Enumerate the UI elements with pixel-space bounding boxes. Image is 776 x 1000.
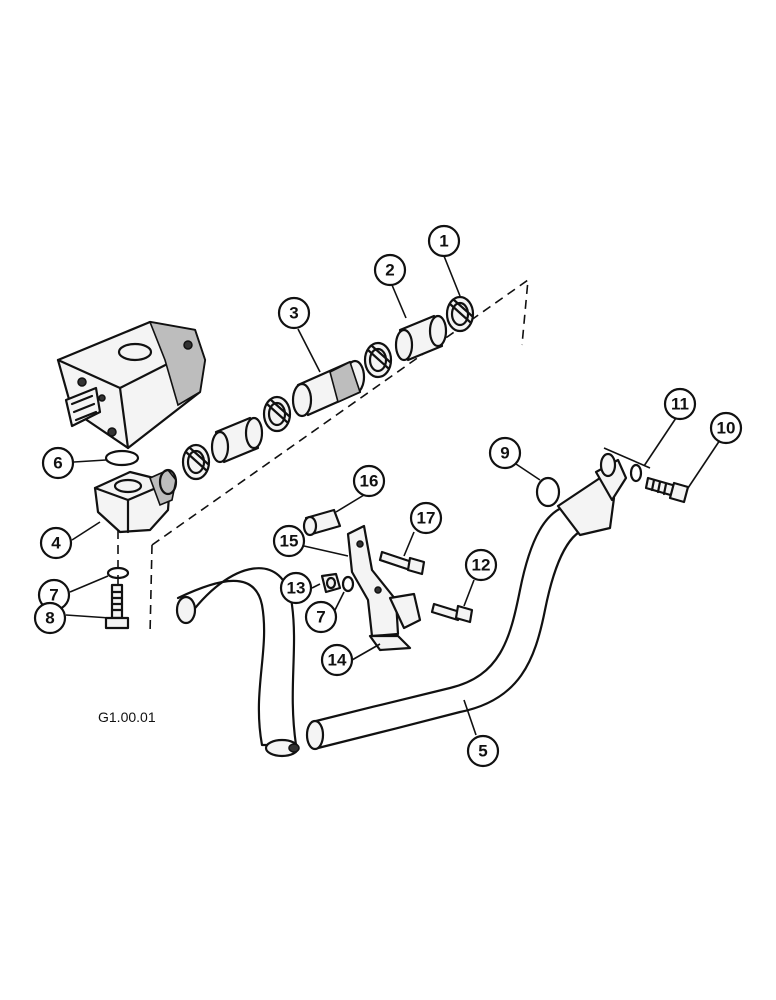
callout: 3 [277,296,311,330]
hose-clamp [445,295,475,333]
callout: 1 [427,224,461,258]
callout-label: 7 [316,608,325,627]
callout-label: 13 [287,579,306,598]
callout: 15 [272,524,306,558]
lock-washer [341,575,355,593]
pressure-hose [305,452,628,751]
callout: 12 [464,548,498,582]
callout: 17 [409,501,443,535]
bolt [104,583,130,630]
figure-reference: G1.00.01 [98,709,156,725]
callout-label: 4 [51,534,61,553]
hose-sleeve [394,314,448,362]
callout: 5 [466,734,500,768]
leader-lines [65,255,721,736]
callout-label: 8 [45,609,54,628]
callout: 9 [488,436,522,470]
hose-sleeve [210,416,264,464]
o-ring [104,449,140,467]
coupling-tube [291,359,366,418]
callout: 2 [373,253,407,287]
callout-label: 6 [53,454,62,473]
suction-hose [175,567,300,758]
bolt [430,602,474,624]
callout: 13 [279,571,313,605]
assembly-boundary [149,278,529,636]
callout-label: 10 [717,419,736,438]
washer [629,463,643,483]
callout: 16 [352,464,386,498]
hose-clamp [181,443,211,481]
spacer [302,508,342,537]
bolt [378,550,426,576]
hose-clamp [363,341,393,379]
callout-label: 15 [280,532,299,551]
callout-label: 14 [328,651,347,670]
callout-label: 16 [360,472,379,491]
callout: 4 [39,526,73,560]
callout-label: 11 [671,395,689,414]
callout: 8 [33,601,67,635]
callout: 7 [304,600,338,634]
callout: 14 [320,643,354,677]
callout: 11 [663,387,697,421]
callout-label: 5 [478,742,487,761]
adapter-block [93,468,178,534]
callout-label: 9 [500,444,509,463]
nut [320,572,342,594]
callout-label: 17 [417,509,436,528]
callout: 10 [709,411,743,445]
callout-label: 7 [49,586,58,605]
callout-label: 12 [472,556,491,575]
banjo-bolt [644,476,690,504]
callout-label: 3 [289,304,298,323]
callout-label: 1 [439,232,448,251]
callout: 6 [41,446,75,480]
mounting-bracket [346,524,422,652]
hose-clamp [262,395,292,433]
hydraulic-pump [56,320,207,450]
o-ring [535,476,561,508]
callout-label: 2 [385,261,394,280]
